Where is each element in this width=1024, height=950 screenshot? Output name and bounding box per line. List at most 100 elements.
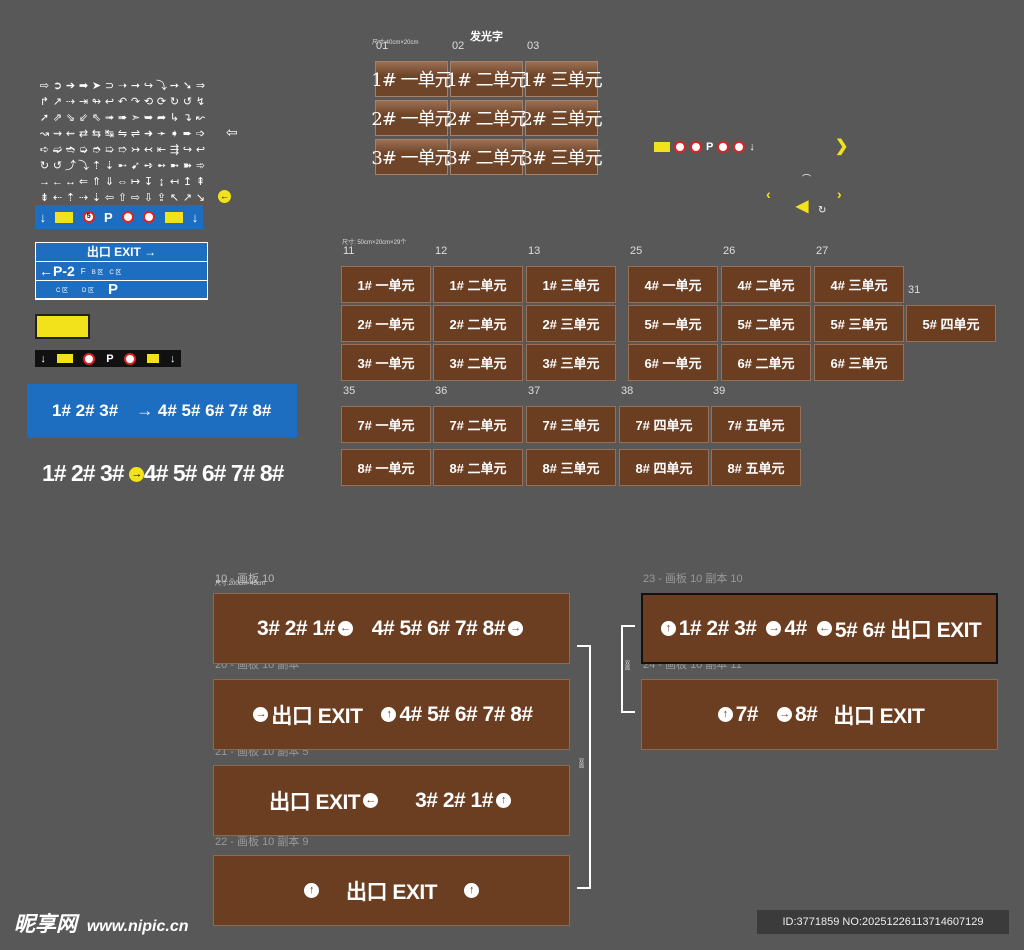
arrow-icon: ⇓ bbox=[104, 176, 115, 188]
unit-tile: 2# 三单元 bbox=[526, 305, 616, 342]
tile-number: 38 bbox=[621, 385, 634, 397]
tile-number: 13 bbox=[528, 245, 541, 257]
blue-parking-bar: ↓ 5 P ↓ bbox=[35, 205, 203, 229]
unit-tile: 7# 五单元 bbox=[711, 406, 801, 443]
unit-tile: 4# 一单元 bbox=[628, 266, 718, 303]
watermark-id: ID:3771859 NO:20251226113714607129 bbox=[757, 910, 1009, 934]
arrow-icon: ➞ bbox=[130, 80, 141, 92]
tile-number: 37 bbox=[528, 385, 541, 397]
arrow-icon: ➻ bbox=[156, 160, 167, 172]
left-arrow-icon: ← bbox=[363, 793, 379, 808]
glow-tile: 3# 三单元 bbox=[521, 139, 603, 175]
board-size: 尺寸:200cm×45cm bbox=[215, 581, 265, 587]
left-arrow-icon: ← bbox=[816, 621, 832, 636]
arrow-icon: ⤵ bbox=[156, 80, 167, 92]
yellow-label-icon bbox=[654, 142, 670, 152]
arrow-icon: ⤴ bbox=[65, 160, 76, 172]
small-tile-size: 尺寸: 50cm×20cm×29个 bbox=[342, 240, 407, 246]
arrow-icon: ⇒ bbox=[195, 80, 206, 92]
unit-tile: 4# 二单元 bbox=[721, 266, 811, 303]
tile-number: 25 bbox=[630, 245, 643, 257]
unit-tile: 3# 一单元 bbox=[341, 344, 431, 381]
arrow-icon: ↹ bbox=[104, 128, 115, 140]
arrow-icon: ➯ bbox=[104, 144, 115, 156]
direction-board-4: ↑ 出口 EXIT↑ bbox=[213, 855, 570, 926]
yellow-arrow-icon: ← bbox=[218, 190, 231, 203]
arrow-icon: ➩ bbox=[195, 128, 206, 140]
black-parking-bar: ↓ P ↓ bbox=[35, 350, 181, 367]
building-number-line: 1# 2# 3# →4# 5# 6# 7# 8# bbox=[42, 460, 284, 486]
tile-number: 36 bbox=[435, 385, 448, 397]
arrow-icon: ← bbox=[52, 176, 63, 188]
right-arrow-icon: → bbox=[766, 621, 782, 636]
arrow-icon: ↻ bbox=[39, 160, 50, 172]
arrow-icon: ↴ bbox=[182, 112, 193, 124]
unit-tile: 1# 三单元 bbox=[526, 266, 616, 303]
arrow-icon-sheet: ⇨➲➔➡➤⊃➝➞↪⤵➙➘⇒↱↗⇢⇥↬↩↶↷⟲⟳↻↺↯➚⇗⇘⇙⇖➟➠➣➥➦↳↴↜↝… bbox=[38, 78, 207, 206]
arrow-icon: ⇙ bbox=[78, 112, 89, 124]
arrow-icon: ⇪ bbox=[156, 192, 167, 204]
arrow-icon: ⇜ bbox=[65, 128, 76, 140]
yellow-chevron-icon: ‹ bbox=[766, 186, 771, 202]
arrow-icon: ➼ bbox=[169, 160, 180, 172]
arrow-icon: ➮ bbox=[91, 144, 102, 156]
arrow-icon: ↜ bbox=[195, 112, 206, 124]
arrow-icon: ⇢ bbox=[65, 96, 76, 108]
label-02: 02 bbox=[452, 40, 465, 52]
arrow-icon: ↺ bbox=[52, 160, 63, 172]
arrow-icon: ➚ bbox=[39, 112, 50, 124]
glow-title: 发光字 bbox=[470, 31, 503, 43]
arrow-icon: ➠ bbox=[117, 112, 128, 124]
unit-tile: 8# 四单元 bbox=[619, 449, 709, 486]
arrow-icon: ➺ bbox=[143, 160, 154, 172]
arrow-icon: ➫ bbox=[52, 144, 63, 156]
arrow-icon: ⇩ bbox=[143, 192, 154, 204]
arrow-icon: ⟲ bbox=[143, 96, 154, 108]
arrow-icon: ↘ bbox=[195, 192, 206, 204]
arrow-icon: ↗ bbox=[52, 96, 63, 108]
arrow-icon: ↪ bbox=[143, 80, 154, 92]
direction-board-5: ↑1# 2# 3# →4# ←5# 6# 出口 EXIT bbox=[641, 593, 998, 664]
arrow-icon: ➟ bbox=[104, 112, 115, 124]
blue-building-sign: 1# 2# 3# → 4# 5# 6# 7# 8# bbox=[27, 384, 297, 438]
arrow-icon: ⇘ bbox=[65, 112, 76, 124]
parking-icon: P bbox=[103, 209, 113, 225]
glow-tile: 1# 三单元 bbox=[521, 61, 603, 97]
arrow-icon: ➤ bbox=[91, 80, 102, 92]
arrow-icon: ↪ bbox=[182, 144, 193, 156]
direction-board-3: 出口 EXIT← 3# 2# 1#↑ bbox=[213, 765, 570, 836]
arrow-icon: ↩ bbox=[195, 144, 206, 156]
arrow-icon: ↢ bbox=[143, 144, 154, 156]
up-arrow-icon: ↑ bbox=[381, 707, 397, 722]
white-curve-icon: ⌒ bbox=[802, 174, 812, 184]
direction-board-6: ↑7# →8# 出口 EXIT bbox=[641, 679, 998, 750]
arrow-icon: ➜ bbox=[143, 128, 154, 140]
unit-tile: 4# 三单元 bbox=[814, 266, 904, 303]
up-arrow-icon: ↑ bbox=[464, 883, 479, 898]
arrow-icon: ⇐ bbox=[78, 176, 89, 188]
parking-icon: P bbox=[106, 352, 114, 365]
no-horn-icon bbox=[143, 211, 156, 223]
arrow-icon: ↣ bbox=[130, 144, 141, 156]
arrow-icon: ↥ bbox=[182, 176, 193, 188]
yellow-label-icon bbox=[55, 211, 74, 223]
unit-tile: 6# 一单元 bbox=[628, 344, 718, 381]
arrow-icon: ↺ bbox=[182, 96, 193, 108]
double-sided-bracket bbox=[577, 645, 591, 889]
exit-row: 出口 EXIT → bbox=[36, 243, 207, 261]
arrow-icon: ➦ bbox=[156, 112, 167, 124]
no-parking-icon bbox=[124, 352, 137, 365]
unit-tile: 2# 一单元 bbox=[341, 305, 431, 342]
left-arrow-icon: ⇦ bbox=[226, 124, 238, 140]
up-arrow-icon: ↑ bbox=[495, 793, 511, 808]
unit-tile: 7# 二单元 bbox=[433, 406, 523, 443]
tile-number: 27 bbox=[816, 245, 829, 257]
unit-tile: 8# 一单元 bbox=[341, 449, 431, 486]
no-entry-icon: 5 bbox=[82, 211, 95, 223]
direction-board-1: 3# 2# 1#← 4# 5# 6# 7# 8#→ bbox=[213, 593, 570, 664]
arrow-icon: ⇢ bbox=[78, 192, 89, 204]
arrow-icon: ➝ bbox=[117, 80, 128, 92]
arrow-icon: ⇗ bbox=[52, 112, 63, 124]
arrow-icon: ⇨ bbox=[130, 192, 141, 204]
board-label: 23 - 画板 10 副本 10 bbox=[643, 573, 743, 585]
